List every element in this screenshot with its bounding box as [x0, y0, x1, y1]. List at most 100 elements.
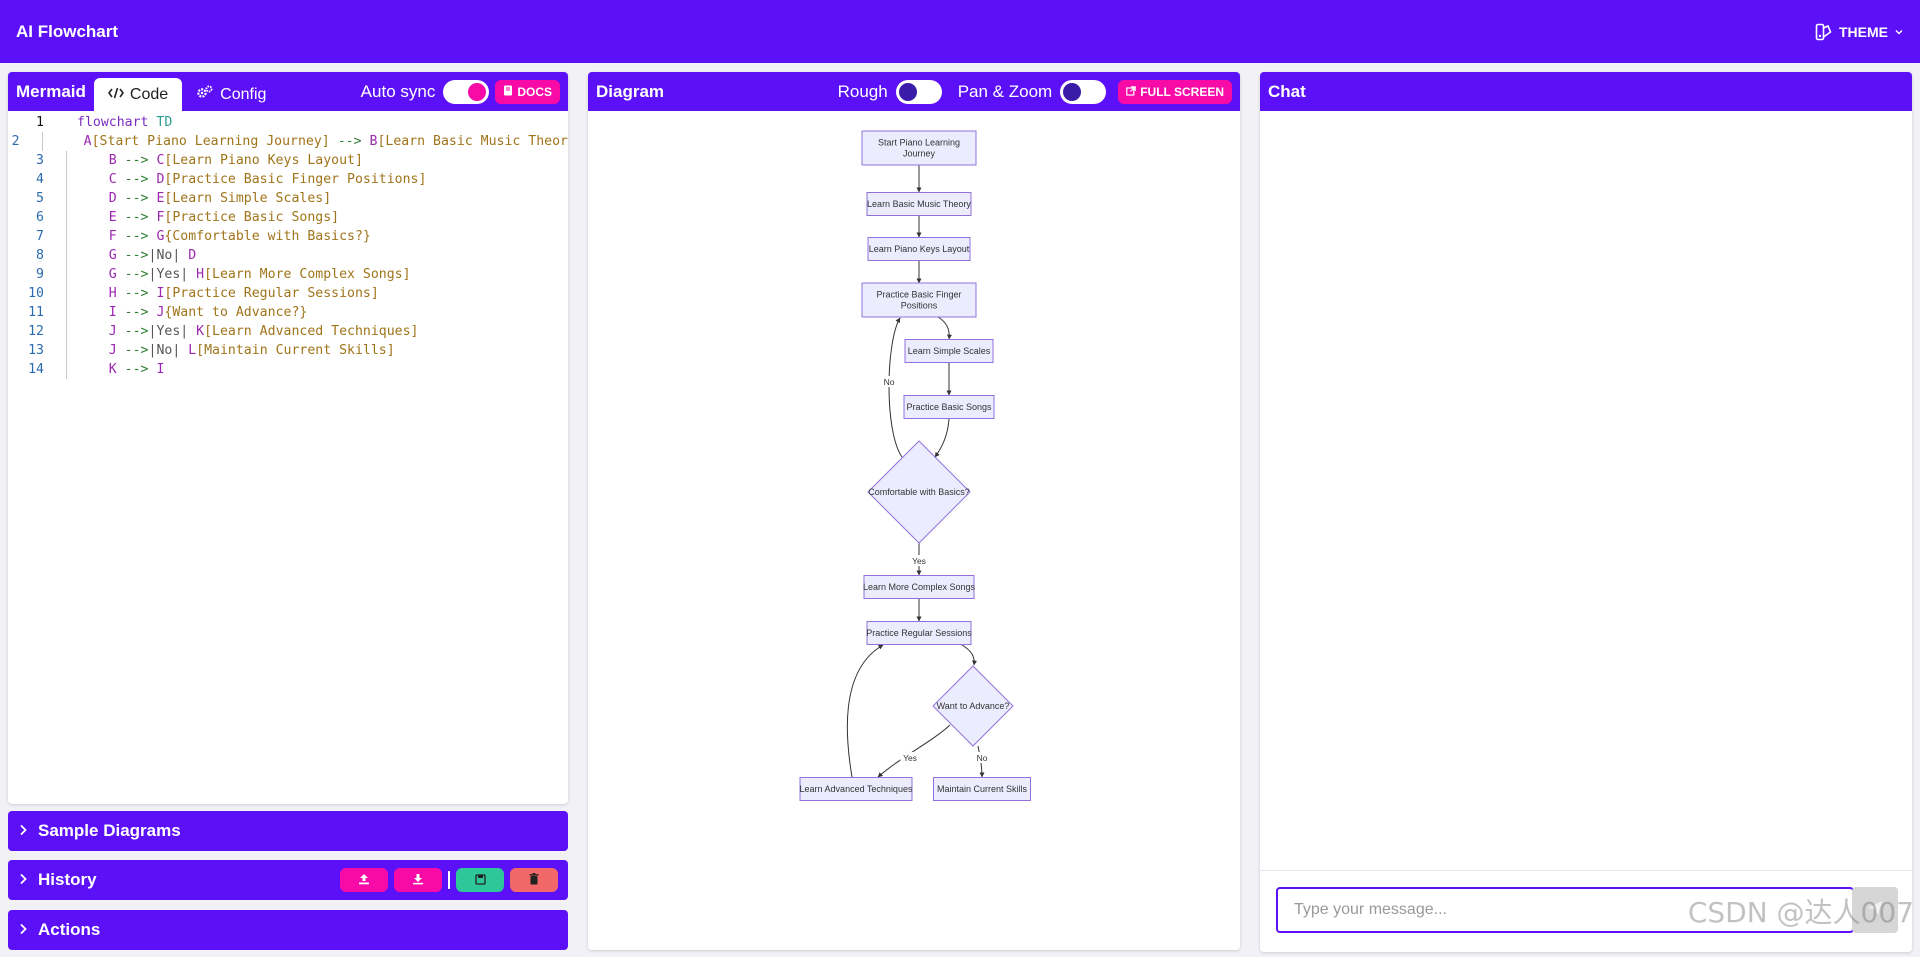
- chat-input-area: [1260, 870, 1912, 952]
- code-text: E --> F[Practice Basic Songs]: [108, 210, 340, 225]
- line-number: 8: [36, 248, 44, 263]
- code-line[interactable]: 3 B --> C[Learn Piano Keys Layout]: [8, 151, 568, 170]
- download-icon: [412, 870, 424, 890]
- toggle-knob: [898, 82, 917, 101]
- node-label: Journey: [903, 149, 936, 159]
- tab-config[interactable]: Config: [182, 78, 280, 111]
- indent-guide: [66, 322, 67, 341]
- code-text: D --> E[Learn Simple Scales]: [108, 191, 332, 206]
- edge-label: No: [884, 377, 895, 387]
- code-line[interactable]: 7 F --> G{Comfortable with Basics?}: [8, 227, 568, 246]
- tab-code[interactable]: Code: [93, 78, 183, 111]
- theme-label: THEME: [1839, 23, 1888, 40]
- rough-toggle[interactable]: [895, 79, 942, 104]
- code-line[interactable]: 13 J -->|No| L[Maintain Current Skills]: [8, 341, 568, 360]
- theme-button[interactable]: THEME: [1815, 23, 1904, 41]
- divider: [448, 871, 450, 889]
- flow-node-k[interactable]: Learn Advanced Techniques: [799, 777, 913, 801]
- upload-button[interactable]: [340, 868, 388, 892]
- code-line[interactable]: 11 I --> J{Want to Advance?}: [8, 303, 568, 322]
- code-line[interactable]: 2 A[Start Piano Learning Journey] --> B[…: [8, 132, 568, 151]
- edge-label: Yes: [912, 556, 926, 566]
- fullscreen-button[interactable]: FULL SCREEN: [1118, 79, 1232, 104]
- edge-label-bg: [882, 376, 896, 387]
- history-accordion[interactable]: History: [8, 860, 568, 900]
- indent-guide: [66, 360, 67, 379]
- save-icon: [474, 870, 486, 890]
- line-number: 2: [11, 134, 20, 149]
- flow-node-j[interactable]: Want to Advance?: [932, 665, 1014, 747]
- code-icon: [107, 86, 124, 104]
- flow-node-b[interactable]: Learn Basic Music Theory: [866, 192, 972, 216]
- flow-node-g[interactable]: Comfortable with Basics?: [867, 440, 971, 544]
- edge-label-bg: [975, 752, 989, 763]
- code-text: B --> C[Learn Piano Keys Layout]: [108, 153, 363, 168]
- edge-label-bg: [909, 555, 929, 566]
- actions-label: Actions: [38, 920, 101, 939]
- node-shape: [904, 339, 994, 363]
- node-shape: [903, 395, 995, 419]
- panzoom-toggle[interactable]: [1060, 79, 1107, 104]
- diagram-header: Diagram Rough Pan & Zoom FULL SCREEN: [588, 72, 1240, 111]
- code-line[interactable]: 9 G -->|Yes| H[Learn More Complex Songs]: [8, 265, 568, 284]
- line-number: 14: [28, 362, 44, 377]
- delete-button[interactable]: [510, 868, 558, 892]
- code-line[interactable]: 4 C --> D[Practice Basic Finger Position…: [8, 170, 568, 189]
- chevron-right-icon: [18, 922, 28, 938]
- indent-guide: [66, 151, 67, 170]
- panzoom-label: Pan & Zoom: [957, 81, 1053, 101]
- indent-guide: [66, 208, 67, 227]
- code-line[interactable]: 14 K --> I: [8, 360, 568, 379]
- code-line[interactable]: 6 E --> F[Practice Basic Songs]: [8, 208, 568, 227]
- history-label: History: [38, 870, 97, 889]
- save-button[interactable]: [456, 868, 504, 892]
- node-shape: [799, 777, 913, 801]
- line-number: 5: [36, 191, 44, 206]
- send-button[interactable]: [1852, 887, 1898, 933]
- code-line[interactable]: 12 J -->|Yes| K[Learn Advanced Technique…: [8, 322, 568, 341]
- flow-node-i[interactable]: Practice Regular Sessions: [866, 621, 972, 645]
- node-label: Maintain Current Skills: [937, 784, 1028, 794]
- actions-accordion[interactable]: Actions: [8, 910, 568, 950]
- code-text: K --> I: [108, 362, 165, 377]
- code-text: flowchart TD: [77, 115, 173, 130]
- code-text: H --> I[Practice Regular Sessions]: [108, 286, 379, 301]
- node-label: Learn More Complex Songs: [863, 582, 976, 592]
- download-button[interactable]: [394, 868, 442, 892]
- node-label: Learn Simple Scales: [908, 346, 991, 356]
- code-text: I --> J{Want to Advance?}: [108, 305, 308, 320]
- flow-node-f[interactable]: Practice Basic Songs: [903, 395, 995, 419]
- top-header: AI Flowchart THEME: [0, 0, 1920, 63]
- chat-message-input[interactable]: [1276, 887, 1854, 933]
- node-label: Comfortable with Basics?: [868, 487, 970, 497]
- flow-node-h[interactable]: Learn More Complex Songs: [863, 575, 976, 599]
- sample-diagrams-accordion[interactable]: Sample Diagrams: [8, 811, 568, 851]
- flow-edge: [937, 316, 953, 340]
- code-text: F --> G{Comfortable with Basics?}: [108, 229, 371, 244]
- node-shape: [932, 665, 1014, 747]
- code-line[interactable]: 5 D --> E[Learn Simple Scales]: [8, 189, 568, 208]
- palette-icon: [1815, 23, 1833, 41]
- line-number: 6: [36, 210, 44, 225]
- indent-guide: [66, 303, 67, 322]
- autosync-toggle[interactable]: [443, 79, 490, 104]
- flow-node-c[interactable]: Learn Piano Keys Layout: [867, 237, 971, 261]
- tab-code-label: Code: [129, 85, 169, 103]
- line-number: 12: [28, 324, 44, 339]
- docs-button[interactable]: DOCS: [495, 79, 560, 104]
- flow-node-e[interactable]: Learn Simple Scales: [904, 339, 994, 363]
- indent-guide: [66, 113, 67, 132]
- node-label: Start Piano Learning: [878, 138, 960, 148]
- code-line[interactable]: 10 H --> I[Practice Regular Sessions]: [8, 284, 568, 303]
- upload-icon: [358, 870, 370, 890]
- code-line[interactable]: 8 G -->|No| D: [8, 246, 568, 265]
- node-shape: [863, 575, 975, 599]
- book-icon: [503, 85, 513, 99]
- flow-node-l[interactable]: Maintain Current Skills: [933, 777, 1031, 801]
